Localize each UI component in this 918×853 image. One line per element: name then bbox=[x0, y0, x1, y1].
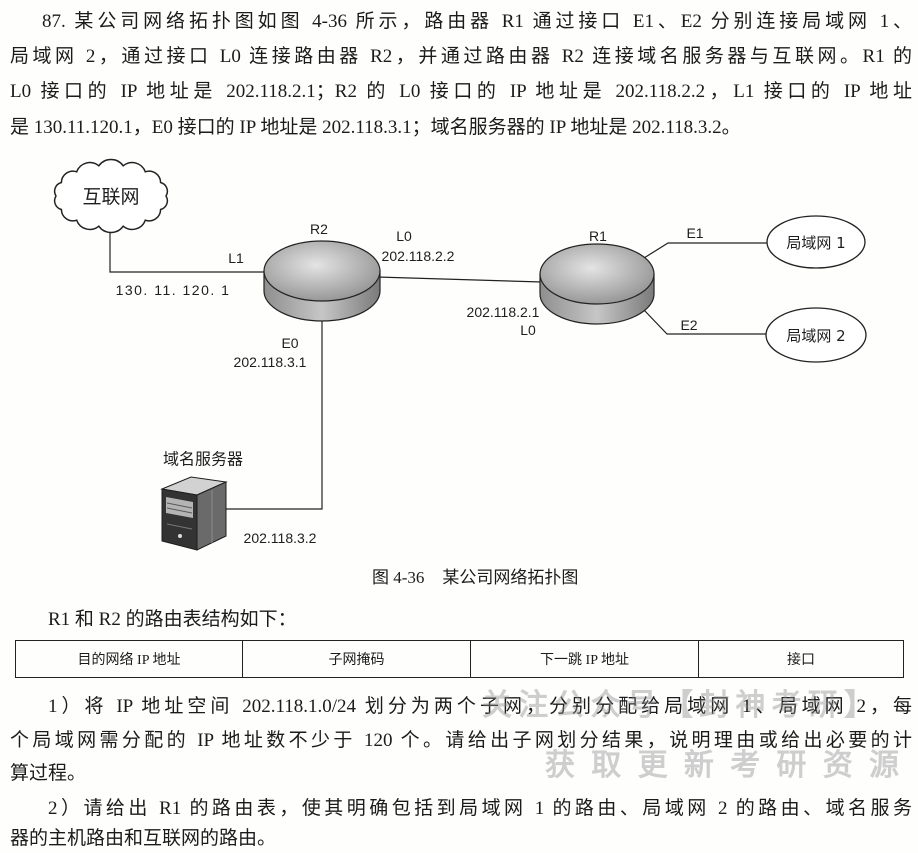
dns-server-label: 域名服务器 bbox=[163, 450, 243, 469]
internet-cloud-icon bbox=[53, 158, 169, 234]
routing-table-header-row: 目的网络 IP 地址 子网掩码 下一跳 IP 地址 接口 bbox=[15, 640, 904, 678]
r1-l0-interface-label: L0 bbox=[520, 322, 536, 338]
header-interface: 接口 bbox=[698, 640, 904, 678]
link-r1-lan2 bbox=[643, 309, 767, 335]
r1-e1-interface-label: E1 bbox=[686, 225, 703, 241]
routing-table-intro: R1 和 R2 的路由表结构如下： bbox=[48, 609, 297, 630]
question-line-2: 局域网 2，通过接口 L0 连接路由器 R2，并通过路由器 R2 连接域名服务器… bbox=[10, 46, 912, 67]
server-power-button bbox=[178, 534, 182, 538]
internet-label: 互联网 bbox=[82, 186, 139, 208]
lan1-label: 局域网 1 bbox=[786, 234, 845, 252]
dns-server-ip-label: 202.118.3.2 bbox=[244, 530, 317, 546]
figure-number: 图 4-36 bbox=[372, 568, 425, 587]
sub-question-2-line-2: 器的主机路由和互联网的路由。 bbox=[10, 828, 277, 849]
question-line-4: 是 130.11.120.1，E0 接口的 IP 地址是 202.118.3.1… bbox=[10, 117, 741, 138]
router-r1-icon bbox=[539, 243, 655, 325]
router-r2-top bbox=[263, 240, 381, 302]
lan2-ellipse bbox=[765, 307, 867, 363]
lan1-ellipse bbox=[766, 215, 866, 269]
sub-question-1-line-2: 个局域网需分配的 IP 地址数不少于 120 个。请给出子网划分结果，说明理由或… bbox=[10, 730, 912, 751]
network-topology-diagram: 互联网 局域网 1 局域网 2 R2 L1 130. 11. 120. 1 L0… bbox=[53, 158, 867, 551]
r2-l1-interface-label: L1 bbox=[228, 250, 244, 266]
server-drive-slot bbox=[166, 507, 193, 514]
r1-label: R1 bbox=[589, 228, 607, 244]
r1-l0-ip-label: 202.118.2.1 bbox=[467, 304, 540, 320]
question-line-1: 87. 某公司网络拓扑图如图 4-36 所示，路由器 R1 通过接口 E1、E2… bbox=[42, 11, 912, 32]
r2-e0-interface-label: E0 bbox=[281, 335, 298, 351]
sub-question-2-line-1: 2）请给出 R1 的路由表，使其明确包括到局域网 1 的路由、局域网 2 的路由… bbox=[48, 798, 912, 819]
router-r1-top bbox=[539, 243, 655, 305]
server-drive-slot bbox=[166, 502, 193, 509]
router-r2-icon bbox=[263, 240, 381, 322]
r2-label: R2 bbox=[310, 221, 328, 237]
r2-e0-ip-label: 202.118.3.1 bbox=[234, 354, 307, 370]
figure-caption: 图 4-36 某公司网络拓扑图 bbox=[372, 565, 578, 591]
sub-question-1-line-1: 1）将 IP 地址空间 202.118.1.0/24 划分为两个子网，分别分配给… bbox=[48, 696, 912, 717]
sub-question-1-line-3: 算过程。 bbox=[10, 763, 87, 784]
r2-l0-interface-label: L0 bbox=[396, 228, 412, 244]
header-subnet-mask: 子网掩码 bbox=[242, 640, 471, 678]
link-internet-r2 bbox=[109, 232, 266, 273]
server-drive-bay bbox=[166, 497, 193, 518]
link-r2-dns-server bbox=[226, 318, 323, 510]
server-vent-line bbox=[166, 523, 193, 530]
link-r1-lan1 bbox=[643, 242, 768, 259]
lan2-label: 局域网 2 bbox=[786, 327, 845, 345]
header-next-hop: 下一跳 IP 地址 bbox=[470, 640, 699, 678]
r1-e2-interface-label: E2 bbox=[680, 317, 697, 333]
link-r2-r1 bbox=[377, 276, 543, 283]
dns-server-icon bbox=[160, 476, 228, 551]
figure-title: 某公司网络拓扑图 bbox=[442, 568, 579, 587]
header-destination-network: 目的网络 IP 地址 bbox=[15, 640, 243, 678]
question-line-3: L0 接口的 IP 地址是 202.118.2.1；R2 的 L0 接口的 IP… bbox=[10, 81, 912, 102]
r2-l0-ip-label: 202.118.2.2 bbox=[382, 248, 455, 264]
routing-table: 目的网络 IP 地址 子网掩码 下一跳 IP 地址 接口 bbox=[15, 640, 904, 678]
r2-l1-ip-label: 130. 11. 120. 1 bbox=[116, 282, 231, 298]
